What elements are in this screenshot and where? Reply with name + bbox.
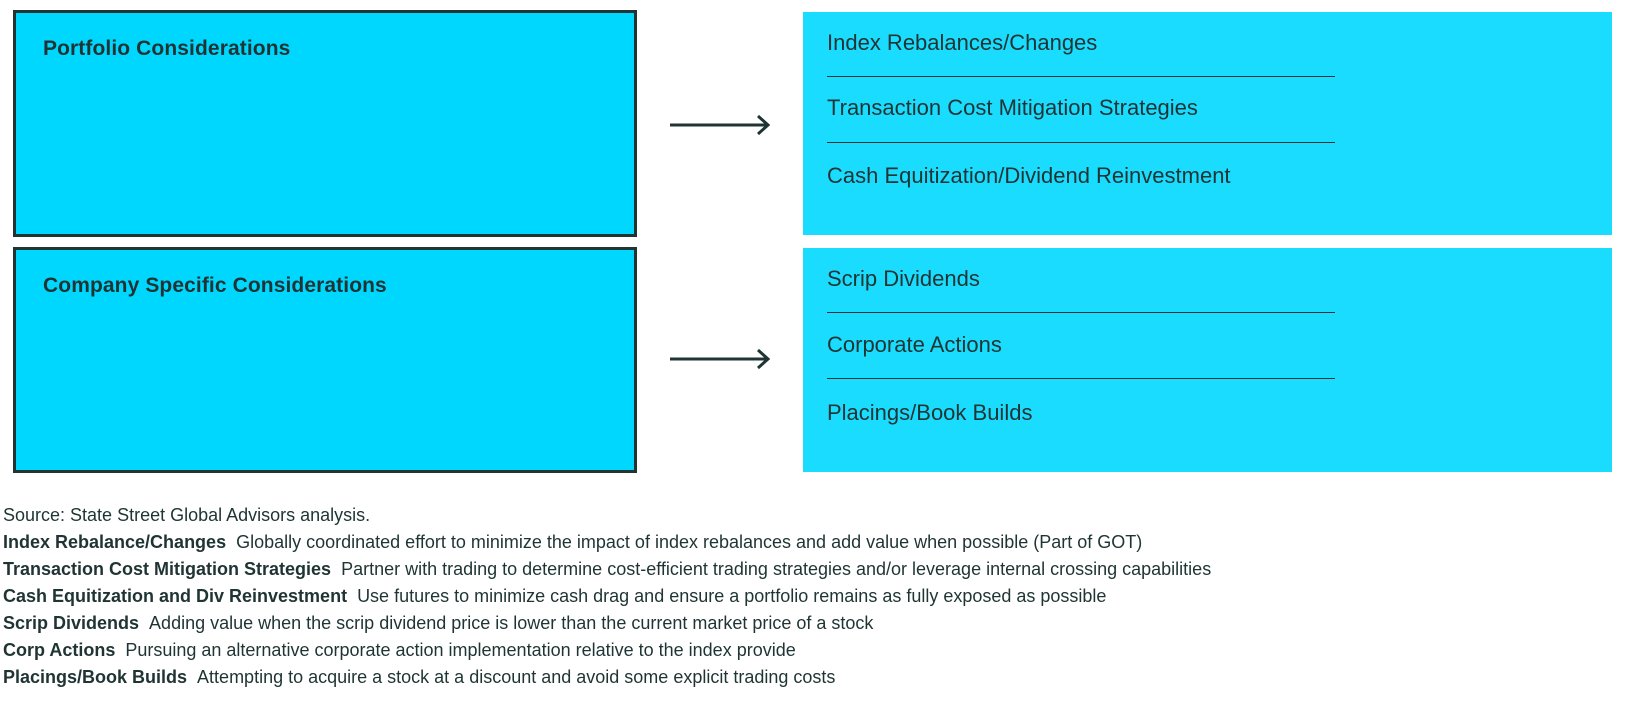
- item-divider: [827, 76, 1335, 77]
- portfolio-considerations-title: Portfolio Considerations: [43, 37, 291, 60]
- note-scrip-dividends: Scrip Dividends Adding value when the scr…: [3, 610, 1613, 637]
- note-term: Cash Equitization and Div Reinvestment: [3, 586, 348, 606]
- note-description: Pursuing an alternative corporate action…: [125, 640, 796, 660]
- note-term: Transaction Cost Mitigation Strategies: [3, 559, 332, 579]
- company-specific-considerations-box: Company Specific Considerations: [13, 247, 637, 473]
- note-placings-book-builds: Placings/Book Builds Attempting to acquir…: [3, 664, 1613, 691]
- item-index-rebalances: Index Rebalances/Changes: [827, 30, 1098, 55]
- item-cash-equitization: Cash Equitization/Dividend Reinvestment: [827, 163, 1231, 188]
- note-term: Scrip Dividends: [3, 613, 140, 633]
- item-divider: [827, 378, 1335, 379]
- item-corporate-actions: Corporate Actions: [827, 332, 1002, 357]
- note-description: Adding value when the scrip dividend pri…: [149, 613, 874, 633]
- note-description: Attempting to acquire a stock at a disco…: [197, 667, 836, 687]
- right-arrow-icon: [670, 114, 771, 136]
- note-corp-actions: Corp Actions Pursuing an alternative corp…: [3, 637, 1613, 664]
- portfolio-considerations-box: Portfolio Considerations: [13, 10, 637, 237]
- right-arrow-icon: [670, 348, 771, 370]
- item-transaction-cost: Transaction Cost Mitigation Strategies: [827, 95, 1198, 120]
- note-term: Corp Actions: [3, 640, 116, 660]
- note-term: Index Rebalance/Changes: [3, 532, 227, 552]
- note-description: Use futures to minimize cash drag and en…: [357, 586, 1107, 606]
- source-note: Source: State Street Global Advisors ana…: [3, 505, 371, 525]
- note-index-rebalance: Index Rebalance/Changes Globally coordina…: [3, 529, 1613, 556]
- note-description: Partner with trading to determine cost-e…: [341, 559, 1212, 579]
- note-transaction-cost: Transaction Cost Mitigation Strategies Pa…: [3, 556, 1613, 583]
- footnotes: Source: State Street Global Advisors ana…: [3, 502, 1613, 691]
- note-term: Placings/Book Builds: [3, 667, 188, 687]
- note-description: Globally coordinated effort to minimize …: [236, 532, 1143, 552]
- item-scrip-dividends: Scrip Dividends: [827, 266, 980, 291]
- note-cash-equitization: Cash Equitization and Div Reinvestment Us…: [3, 583, 1613, 610]
- portfolio-items-box: Index Rebalances/Changes Transaction Cos…: [803, 12, 1612, 235]
- company-items-box: Scrip Dividends Corporate Actions Placin…: [803, 248, 1612, 472]
- item-divider: [827, 312, 1335, 313]
- item-placings-book-builds: Placings/Book Builds: [827, 400, 1033, 425]
- item-divider: [827, 142, 1335, 143]
- company-specific-considerations-title: Company Specific Considerations: [43, 274, 387, 297]
